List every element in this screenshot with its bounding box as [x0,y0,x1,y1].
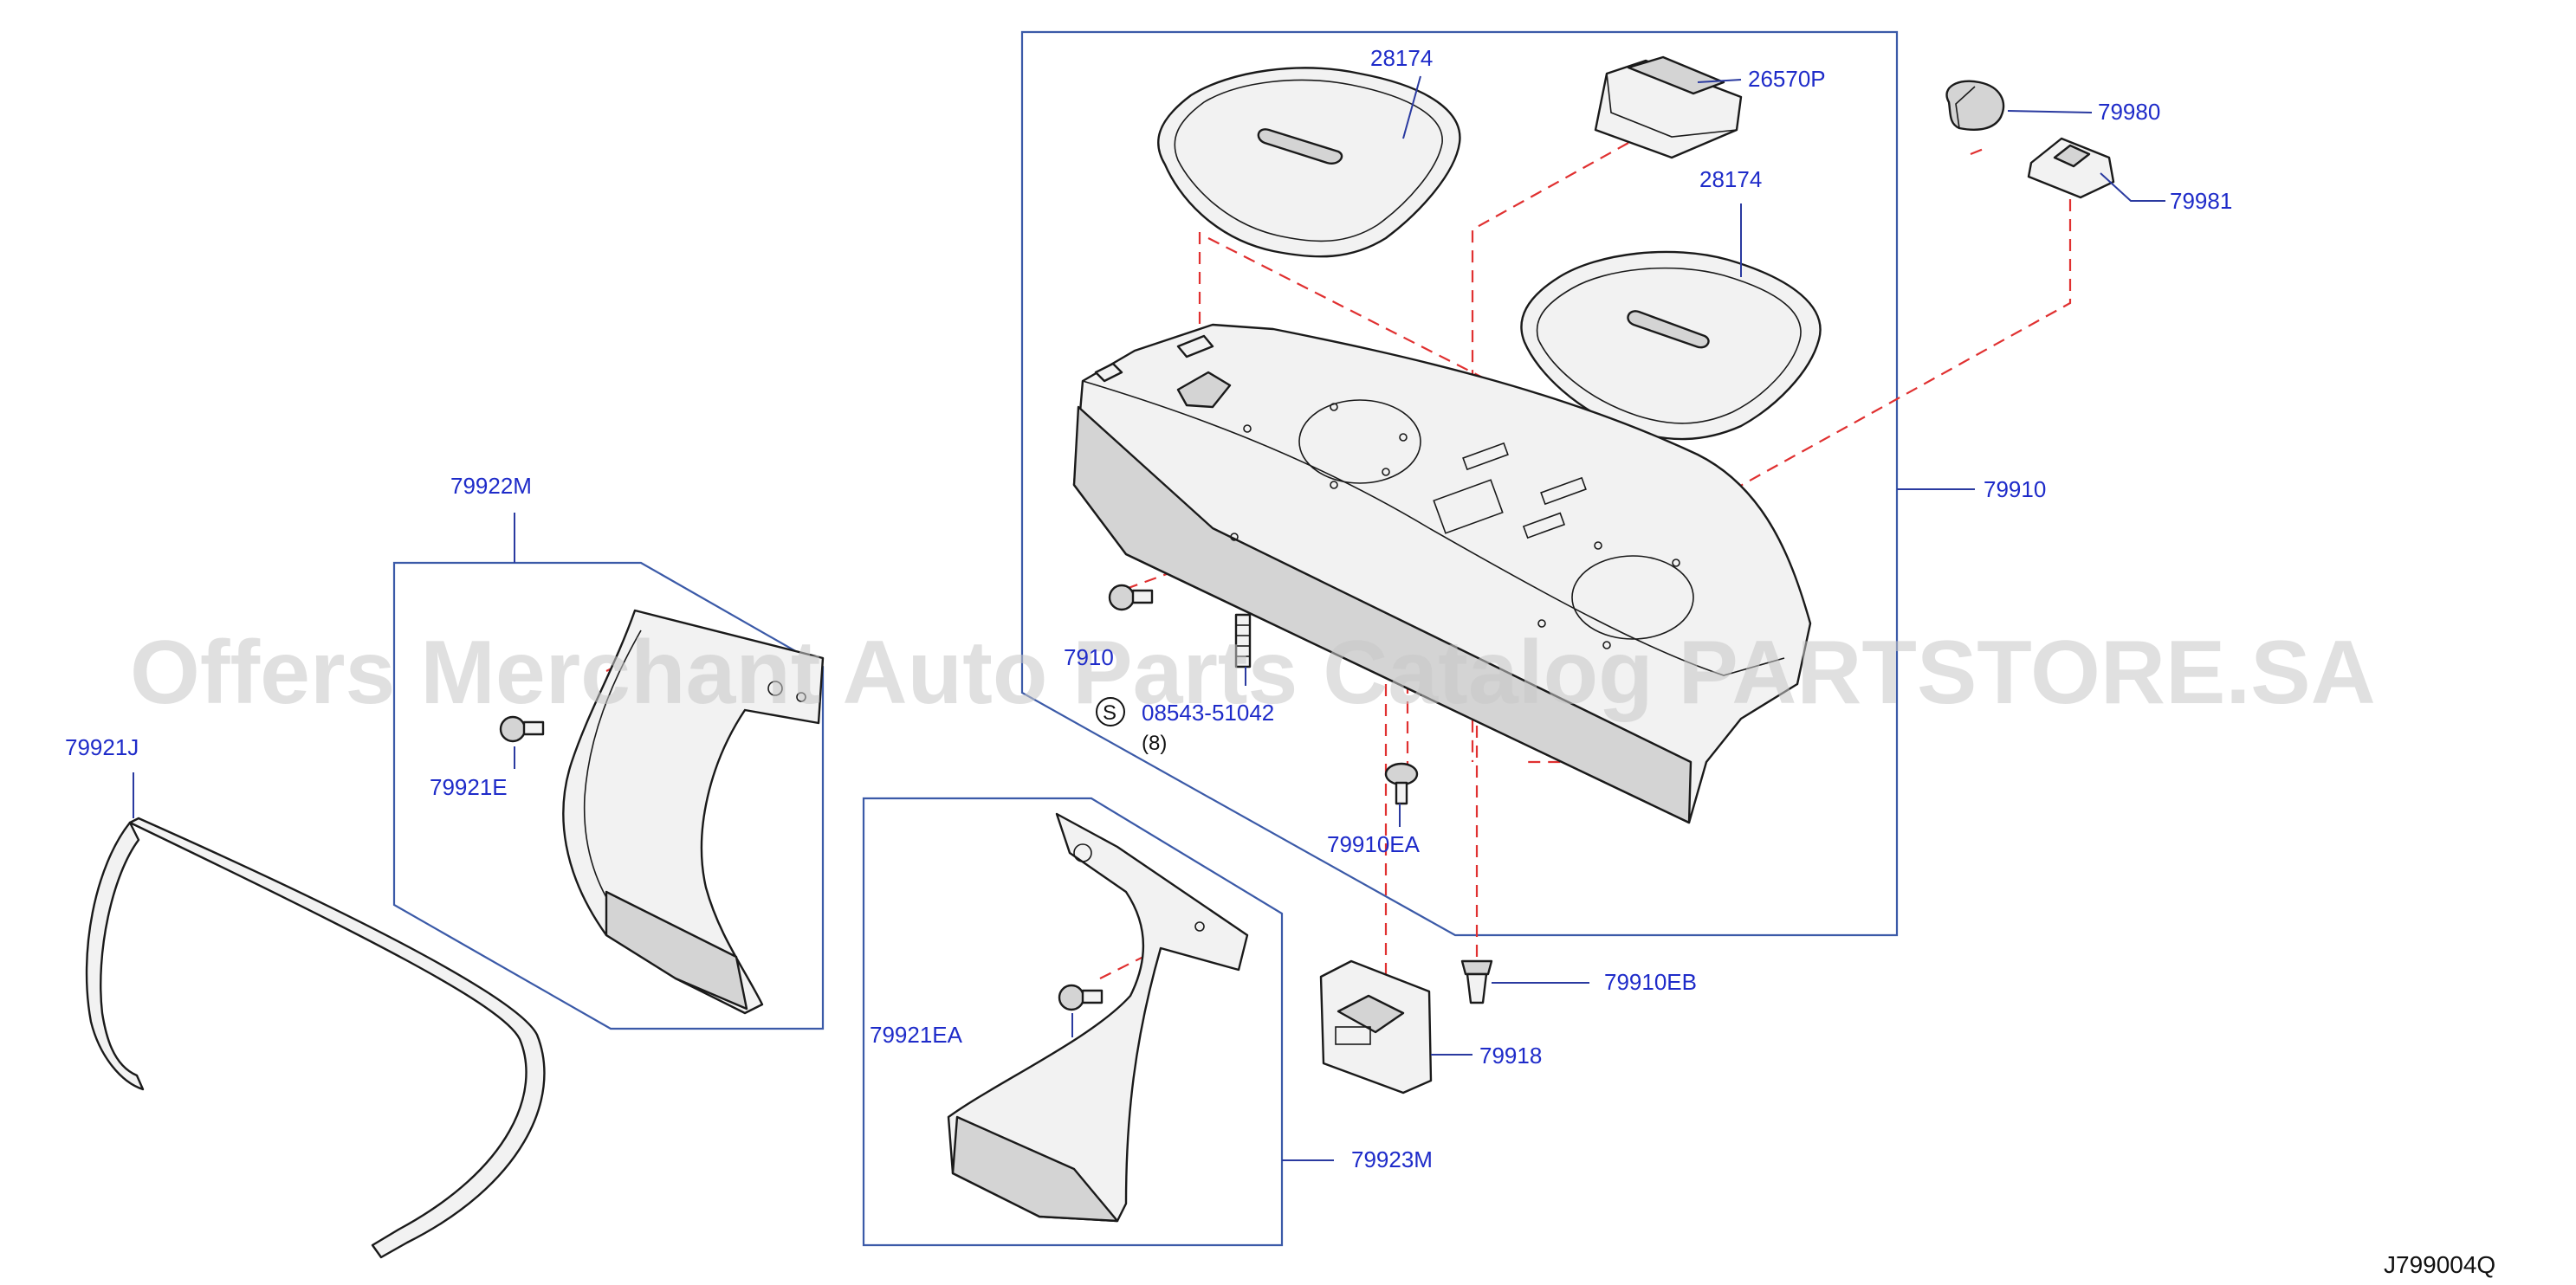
weatherstrip-79921J[interactable] [85,817,546,1259]
finisher-79923M[interactable] [947,812,1249,1223]
clip-79910EA[interactable] [1384,762,1419,805]
parcel-shelf-79910[interactable] [1072,323,1812,824]
diagram-code: J799004Q [2384,1251,2495,1278]
label-26570P[interactable]: 26570P [1748,66,1826,92]
label-79981[interactable]: 79981 [2170,188,2232,214]
tray-pad-28174-upper[interactable] [1157,67,1461,258]
label-79921E[interactable]: 79921E [430,774,508,800]
clip-79910EB[interactable] [1460,959,1493,1004]
finisher-79922M[interactable] [562,609,825,1015]
watermark: Offers Merchant Auto Parts Catalog PARTS… [130,623,2376,723]
label-79910EA[interactable]: 79910EA [1327,831,1421,857]
cap-79980[interactable] [1945,80,2005,131]
label-79921EA[interactable]: 79921EA [870,1022,963,1048]
label-79923M[interactable]: 79923M [1351,1146,1433,1172]
frame-79922M [392,561,825,1030]
label-79922M[interactable]: 79922M [450,473,532,499]
frame-79910 [1020,30,1899,937]
screw-08543-51042[interactable] [1234,613,1252,668]
s-symbol: S [1096,697,1125,726]
label-79921J[interactable]: 79921J [65,734,139,760]
clip-79921EA[interactable] [1058,984,1104,1011]
label-79918[interactable]: 79918 [1479,1043,1542,1069]
cover-79918[interactable] [1319,959,1433,1095]
label-08543-51042[interactable]: 08543-51042 [1142,700,1274,726]
bracket-79981[interactable] [2027,137,2115,199]
label-28174-upper[interactable]: 28174 [1370,45,1433,71]
label-79910[interactable]: 79910 [1984,476,2046,502]
frame-79923M [862,797,1284,1247]
label-79910-partial[interactable]: 7910 [1064,644,1114,670]
tray-pad-28174-lower[interactable] [1520,250,1822,441]
label-28174-lower[interactable]: 28174 [1699,166,1762,192]
clip-79910-left[interactable] [1108,584,1154,611]
label-79980[interactable]: 79980 [2098,99,2160,125]
label-79910EB[interactable]: 79910EB [1604,969,1697,995]
clip-79921E[interactable] [499,715,545,743]
svg-text:S: S [1103,701,1116,725]
label-08543-qty: (8) [1142,732,1167,755]
leader-lines [133,75,2165,1161]
lamp-26570P[interactable] [1594,55,1743,159]
